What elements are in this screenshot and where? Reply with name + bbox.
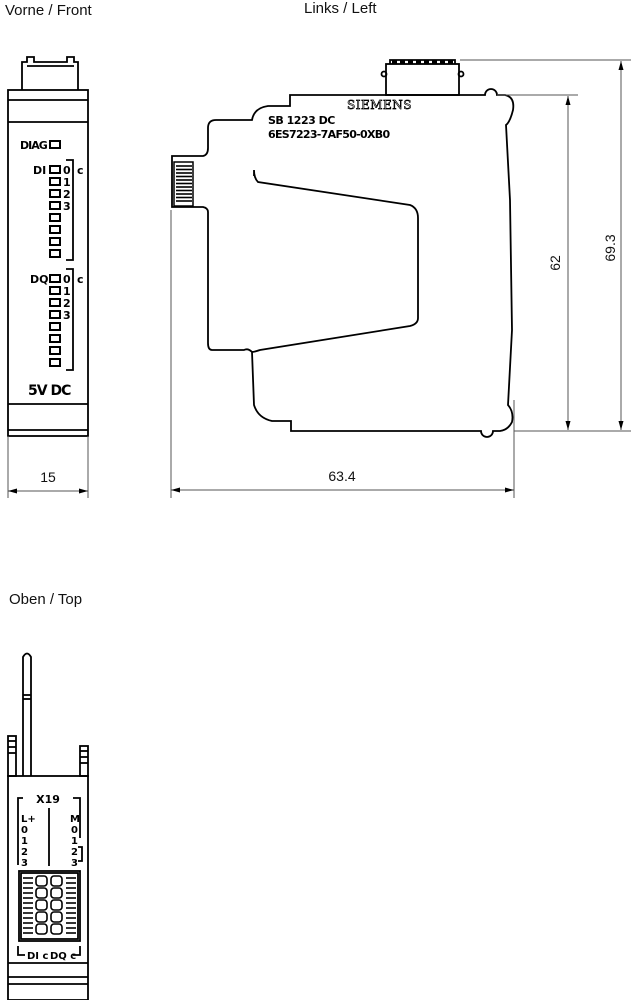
left-col-3: 3: [21, 858, 28, 869]
top-view-title: Oben / Top: [9, 591, 83, 608]
dq-common-terminal-label: DQ c: [50, 951, 76, 962]
left-col-1: 1: [21, 836, 28, 847]
dq-label: DQ: [30, 273, 48, 286]
order-number: 6ES7223-7AF50-0XB0: [268, 128, 390, 141]
top-body: [7, 775, 89, 1000]
height-outer-dimension: 69.3: [602, 234, 618, 261]
height-inner-dimension: 62: [547, 255, 563, 271]
right-col-0: 0: [71, 825, 78, 836]
diag-label: DIAG: [20, 139, 48, 152]
width-dimension: 15: [40, 469, 56, 485]
din-clip-ridges: [176, 165, 192, 202]
di-ch3: 3: [63, 200, 71, 213]
front-body: [7, 89, 89, 437]
latch-left: [7, 735, 17, 777]
right-col-1: 1: [71, 836, 78, 847]
left-view: SIEMENS SB 1223 DC 6ES7223-7AF50-0XB0 63…: [170, 59, 631, 498]
left-view-title: Links / Left: [304, 0, 377, 17]
right-col-2: 2: [71, 847, 78, 858]
product-name: SB 1223 DC: [268, 114, 335, 127]
dq-ch3: 3: [63, 309, 71, 322]
di-common-terminal-label: DI c: [27, 951, 49, 962]
top-connector: [385, 63, 460, 96]
right-col-3: 3: [71, 858, 78, 869]
dq-bracket: [66, 268, 74, 371]
front-view-title: Vorne / Front: [5, 2, 92, 19]
housing-outline: [171, 88, 515, 438]
di-bracket: [66, 159, 74, 261]
diag-led-icon: [49, 140, 61, 149]
left-col-0: 0: [21, 825, 28, 836]
di-led-column: [49, 165, 61, 258]
connector-label: X19: [36, 793, 60, 806]
front-top-clip: [21, 56, 79, 90]
di-label: DI: [33, 164, 46, 177]
voltage-label: 5V DC: [28, 383, 71, 399]
front-view: DIAG DI 0 1 2 3 c DQ: [7, 56, 89, 498]
dq-ch0: 0: [63, 273, 71, 286]
left-col-lplus: L+: [21, 814, 36, 825]
dq-led-column: [49, 274, 61, 367]
top-pin: [22, 652, 32, 776]
terminal-block: [18, 870, 81, 942]
dq-common-label: c: [77, 273, 84, 286]
di-ch1: 1: [63, 176, 71, 189]
left-col-2: 2: [21, 847, 28, 858]
top-view: X19 L+ 0 1 2 3 M 0 1 2 3: [7, 652, 89, 1000]
di-ch0: 0: [63, 164, 71, 177]
housing-recess: [251, 169, 419, 353]
right-col-m: M: [70, 814, 80, 825]
dq-ch1: 1: [63, 285, 71, 298]
dq-ch2: 2: [63, 297, 71, 310]
di-ch2: 2: [63, 188, 71, 201]
di-common-label: c: [77, 164, 84, 177]
depth-dimension: 63.4: [328, 468, 355, 484]
brand-logo: SIEMENS: [347, 98, 412, 112]
